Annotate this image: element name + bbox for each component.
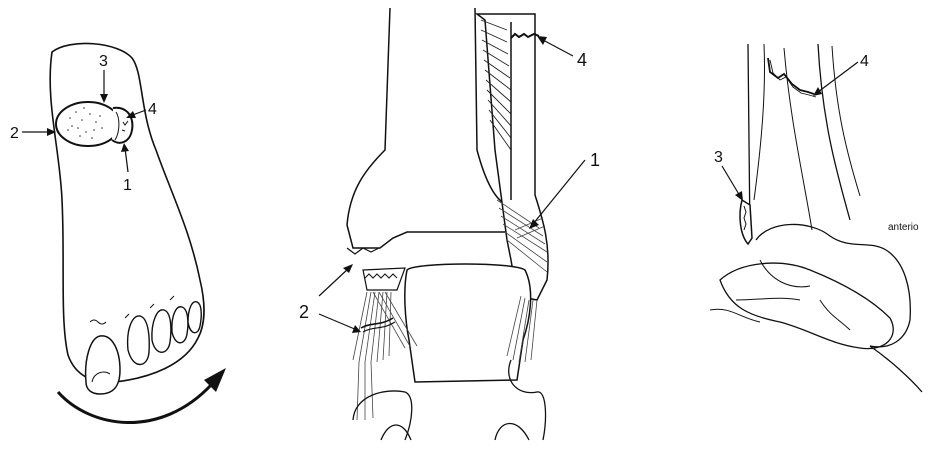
medial-fragment [363, 268, 405, 290]
foot-diagram-panel: 2 3 4 1 [0, 0, 235, 450]
ankle-ligament-panel: 4 1 2 [285, 0, 630, 450]
toe-3 [152, 310, 171, 352]
toe-2 [128, 316, 150, 365]
label-1-mid: 1 [590, 150, 600, 170]
big-toe [86, 336, 120, 394]
toe-5 [188, 302, 201, 333]
ankle-lateral-illustration: 3 4 anterio [700, 0, 930, 450]
fragment-lateral [112, 108, 132, 143]
ankle-illustration: 4 1 2 [285, 0, 630, 450]
talus [405, 264, 531, 382]
rotation-arrow [58, 384, 212, 423]
fragment-main [56, 102, 120, 146]
label-2-mid: 2 [299, 302, 309, 322]
posterior-fragment [740, 200, 752, 244]
label-3-right: 3 [714, 149, 723, 166]
label-4-mid: 4 [577, 50, 587, 70]
talus-lateral [756, 224, 910, 346]
label-3: 3 [99, 53, 108, 70]
label-4: 4 [148, 101, 157, 118]
label-2: 2 [10, 125, 19, 142]
fibula [477, 14, 548, 300]
fibula-fracture-lateral [768, 58, 814, 94]
ankle-lateral-panel: 3 4 anterio [700, 0, 930, 450]
calcaneus [720, 263, 893, 348]
toe-4 [172, 307, 188, 343]
foot-illustration: 2 3 4 1 [0, 0, 235, 450]
label-4-right: 4 [860, 53, 869, 70]
anterior-label: anterio [888, 222, 919, 233]
label-1: 1 [123, 177, 132, 194]
